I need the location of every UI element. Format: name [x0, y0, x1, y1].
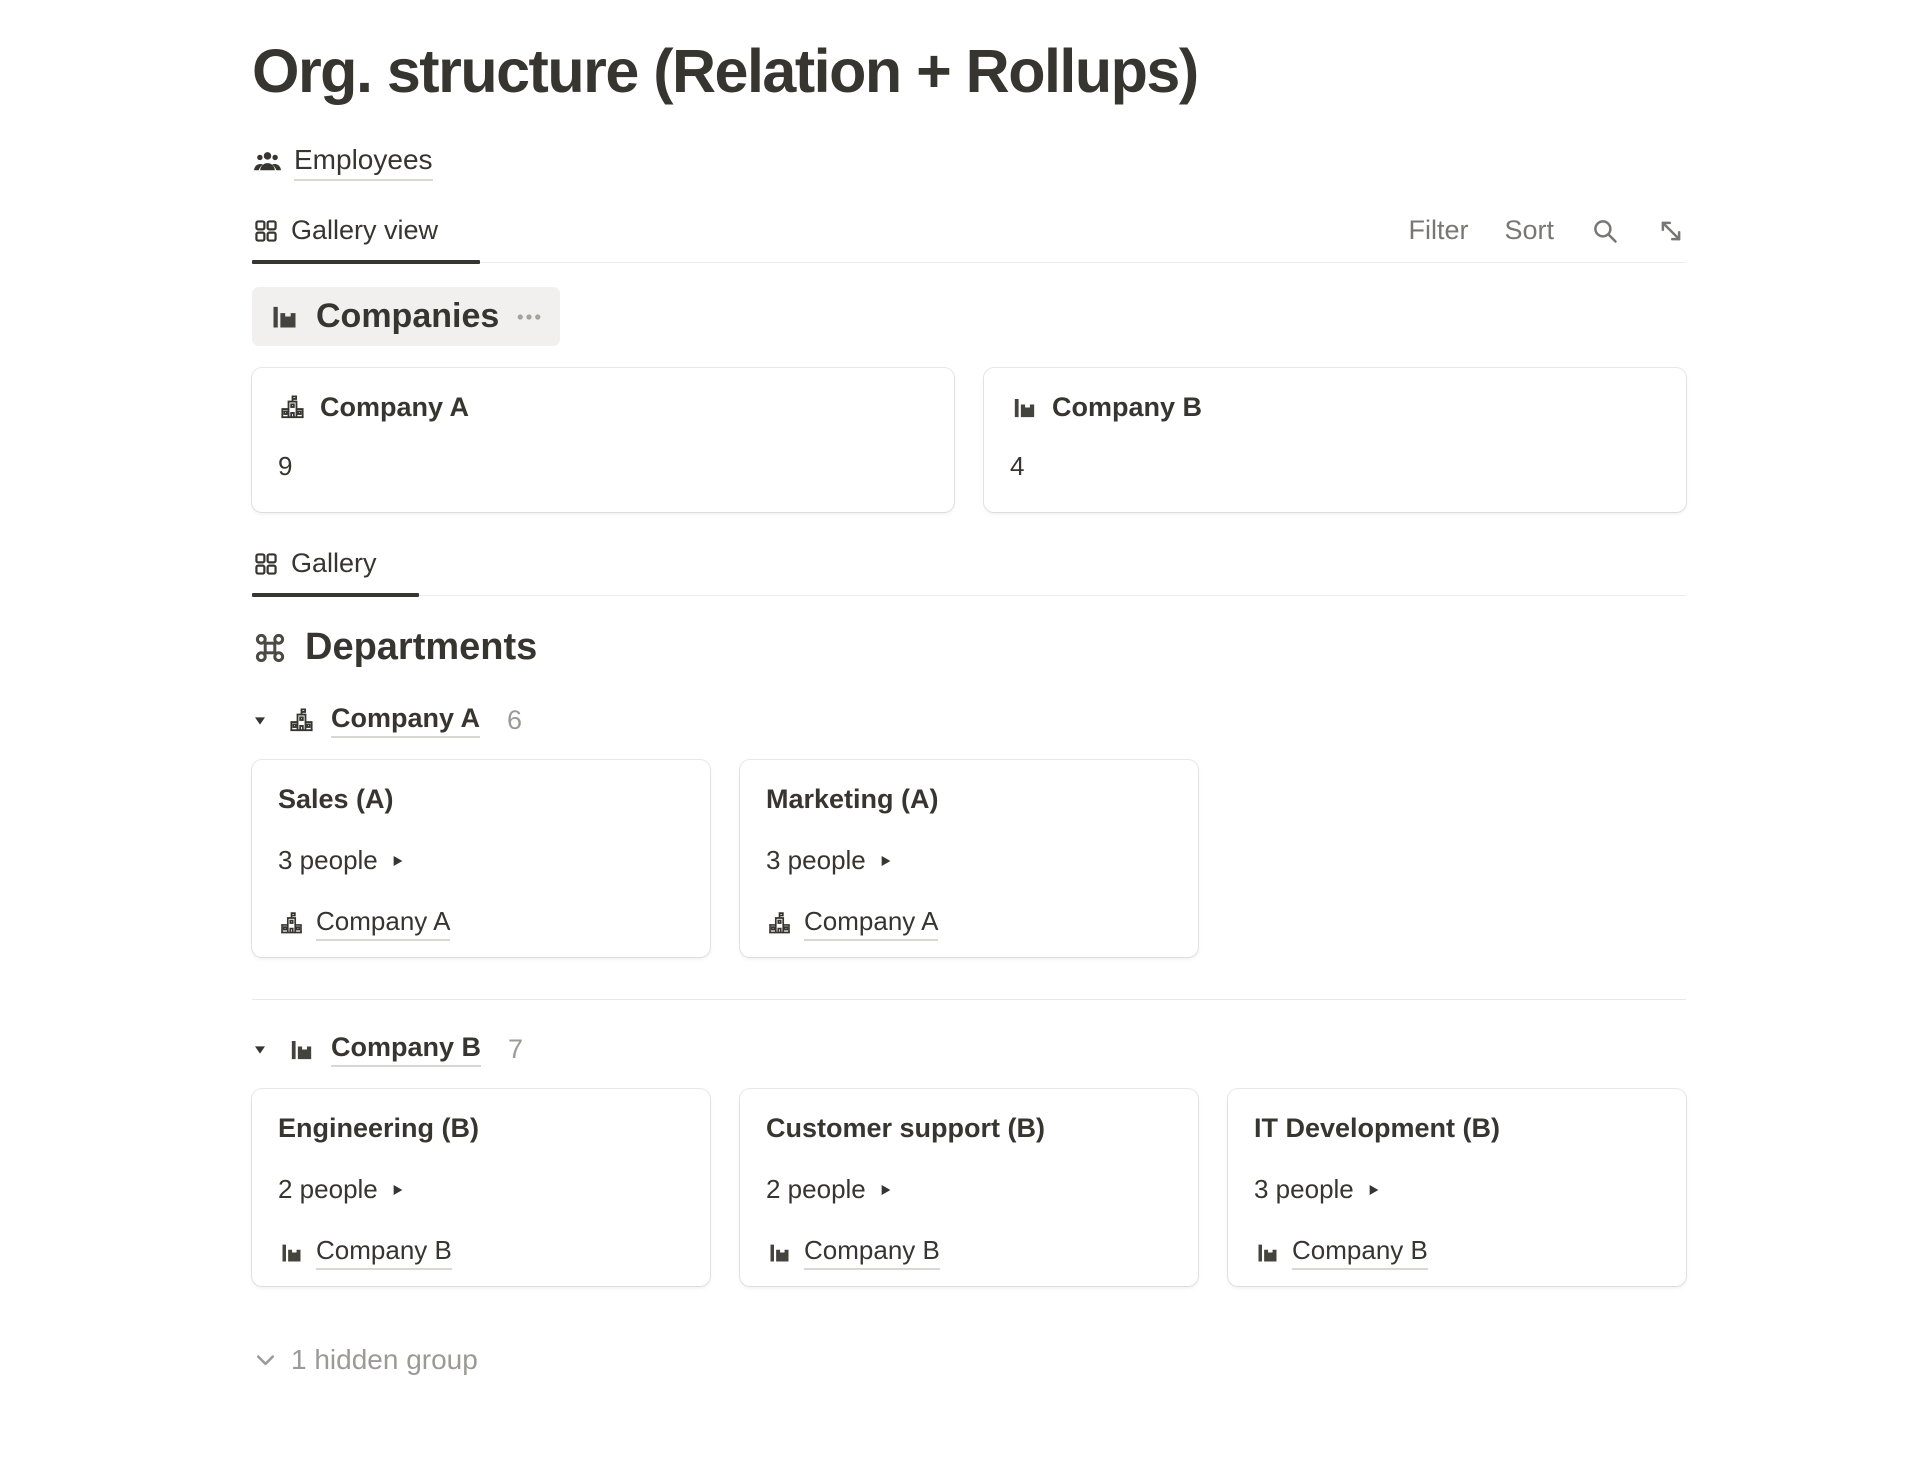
play-icon: [877, 1182, 893, 1198]
group-count: 6: [507, 705, 523, 735]
departments-gallery-group-a: Sales (A) 3 people Company A: [252, 760, 1686, 957]
gallery-grid-icon: [252, 217, 280, 245]
page-title: Org. structure (Relation + Rollups): [252, 37, 1199, 105]
department-card[interactable]: Sales (A) 3 people Company A: [252, 760, 710, 957]
departments-toolbar: Gallery: [252, 542, 1686, 597]
group-link-company-a[interactable]: Company A: [331, 703, 481, 738]
company-relation: Company B: [278, 1235, 684, 1270]
company-card-title: Company B: [1052, 392, 1203, 422]
tab-gallery-view[interactable]: Gallery view: [252, 209, 481, 264]
people-rollup[interactable]: 3 people: [766, 845, 1172, 876]
factory-icon: [1254, 1239, 1281, 1266]
chevron-down-icon: [252, 1347, 279, 1374]
command-icon: [252, 630, 288, 666]
company-relation: Company B: [1254, 1235, 1660, 1270]
notion-page-content: Org. structure (Relation + Rollups) Empl…: [252, 0, 1686, 1376]
gallery-grid-icon: [252, 550, 280, 578]
triangle-down-icon[interactable]: [252, 1042, 268, 1058]
company-relation: Company B: [766, 1235, 1172, 1270]
play-icon: [389, 1182, 405, 1198]
employees-link[interactable]: Employees: [252, 144, 1686, 181]
more-options-icon[interactable]: [514, 302, 544, 332]
people-rollup[interactable]: 2 people: [278, 1174, 684, 1205]
people-count-label: 3 people: [766, 845, 866, 875]
department-card-title: IT Development (B): [1254, 1113, 1501, 1143]
factory-icon: [278, 1239, 305, 1266]
group-header-company-b: Company B 7: [252, 1032, 1686, 1067]
companies-gallery: Company A 9 Company B 4: [252, 368, 1686, 512]
department-card-title: Marketing (A): [766, 784, 939, 814]
school-building-icon: [278, 910, 305, 937]
triangle-down-icon[interactable]: [252, 713, 268, 729]
play-icon: [877, 853, 893, 869]
department-card-title: Customer support (B): [766, 1113, 1045, 1143]
department-card[interactable]: Engineering (B) 2 people Company B: [252, 1089, 710, 1286]
department-card-title: Engineering (B): [278, 1113, 479, 1143]
company-relation-link[interactable]: Company B: [1292, 1235, 1428, 1270]
factory-icon: [766, 1239, 793, 1266]
search-icon[interactable]: [1590, 216, 1620, 246]
departments-gallery-group-b: Engineering (B) 2 people Company B Custo…: [252, 1089, 1686, 1286]
school-building-icon: [278, 393, 307, 422]
school-building-icon: [766, 910, 793, 937]
people-rollup[interactable]: 3 people: [278, 845, 684, 876]
people-rollup[interactable]: 2 people: [766, 1174, 1172, 1205]
people-count-label: 3 people: [278, 845, 378, 875]
people-count-label: 2 people: [766, 1174, 866, 1204]
company-rollup-count: 9: [278, 451, 293, 481]
company-card[interactable]: Company B 4: [984, 368, 1686, 512]
employees-link-label: Employees: [294, 144, 433, 181]
department-card[interactable]: Marketing (A) 3 people Company A: [740, 760, 1198, 957]
company-relation-link[interactable]: Company A: [804, 906, 939, 941]
company-relation-link[interactable]: Company A: [316, 906, 451, 941]
sort-button[interactable]: Sort: [1504, 215, 1554, 245]
company-relation: Company A: [766, 906, 1172, 941]
department-card-title: Sales (A): [278, 784, 394, 814]
companies-section-title: Companies: [316, 297, 500, 335]
database-toolbar-actions: Filter Sort: [1408, 215, 1686, 262]
people-rollup[interactable]: 3 people: [1254, 1174, 1660, 1205]
company-rollup-count: 4: [1010, 451, 1025, 481]
company-relation-link[interactable]: Company B: [316, 1235, 452, 1270]
group-header-company-a: Company A 6: [252, 703, 1686, 738]
school-building-icon: [287, 706, 316, 735]
tab-gallery-view-label: Gallery view: [291, 215, 439, 245]
tab-gallery-label: Gallery: [291, 548, 377, 578]
department-card[interactable]: Customer support (B) 2 people Company B: [740, 1089, 1198, 1286]
company-card[interactable]: Company A 9: [252, 368, 954, 512]
company-card-title: Company A: [320, 392, 470, 422]
companies-section-header[interactable]: Companies: [252, 287, 561, 346]
tab-gallery[interactable]: Gallery: [252, 542, 419, 597]
people-count-label: 3 people: [1254, 1174, 1354, 1204]
group-count: 7: [508, 1034, 524, 1064]
play-icon: [1365, 1182, 1381, 1198]
departments-section-title: Departments: [305, 626, 538, 668]
departments-section-header: Departments: [252, 626, 1686, 669]
people-count-label: 2 people: [278, 1174, 378, 1204]
factory-icon: [1010, 393, 1039, 422]
people-group-icon: [252, 147, 283, 178]
view-toolbar: Gallery view Filter Sort: [252, 209, 1686, 264]
group-link-company-b[interactable]: Company B: [331, 1032, 482, 1067]
filter-button[interactable]: Filter: [1408, 215, 1469, 245]
group-divider: [252, 999, 1686, 1000]
factory-icon: [287, 1035, 316, 1064]
company-relation: Company A: [278, 906, 684, 941]
company-relation-link[interactable]: Company B: [804, 1235, 940, 1270]
factory-icon: [268, 300, 301, 333]
play-icon: [389, 853, 405, 869]
hidden-group-toggle[interactable]: 1 hidden group: [252, 1344, 1686, 1376]
expand-diagonal-icon[interactable]: [1656, 216, 1686, 246]
department-card[interactable]: IT Development (B) 3 people Company B: [1228, 1089, 1686, 1286]
hidden-group-label: 1 hidden group: [291, 1344, 478, 1375]
